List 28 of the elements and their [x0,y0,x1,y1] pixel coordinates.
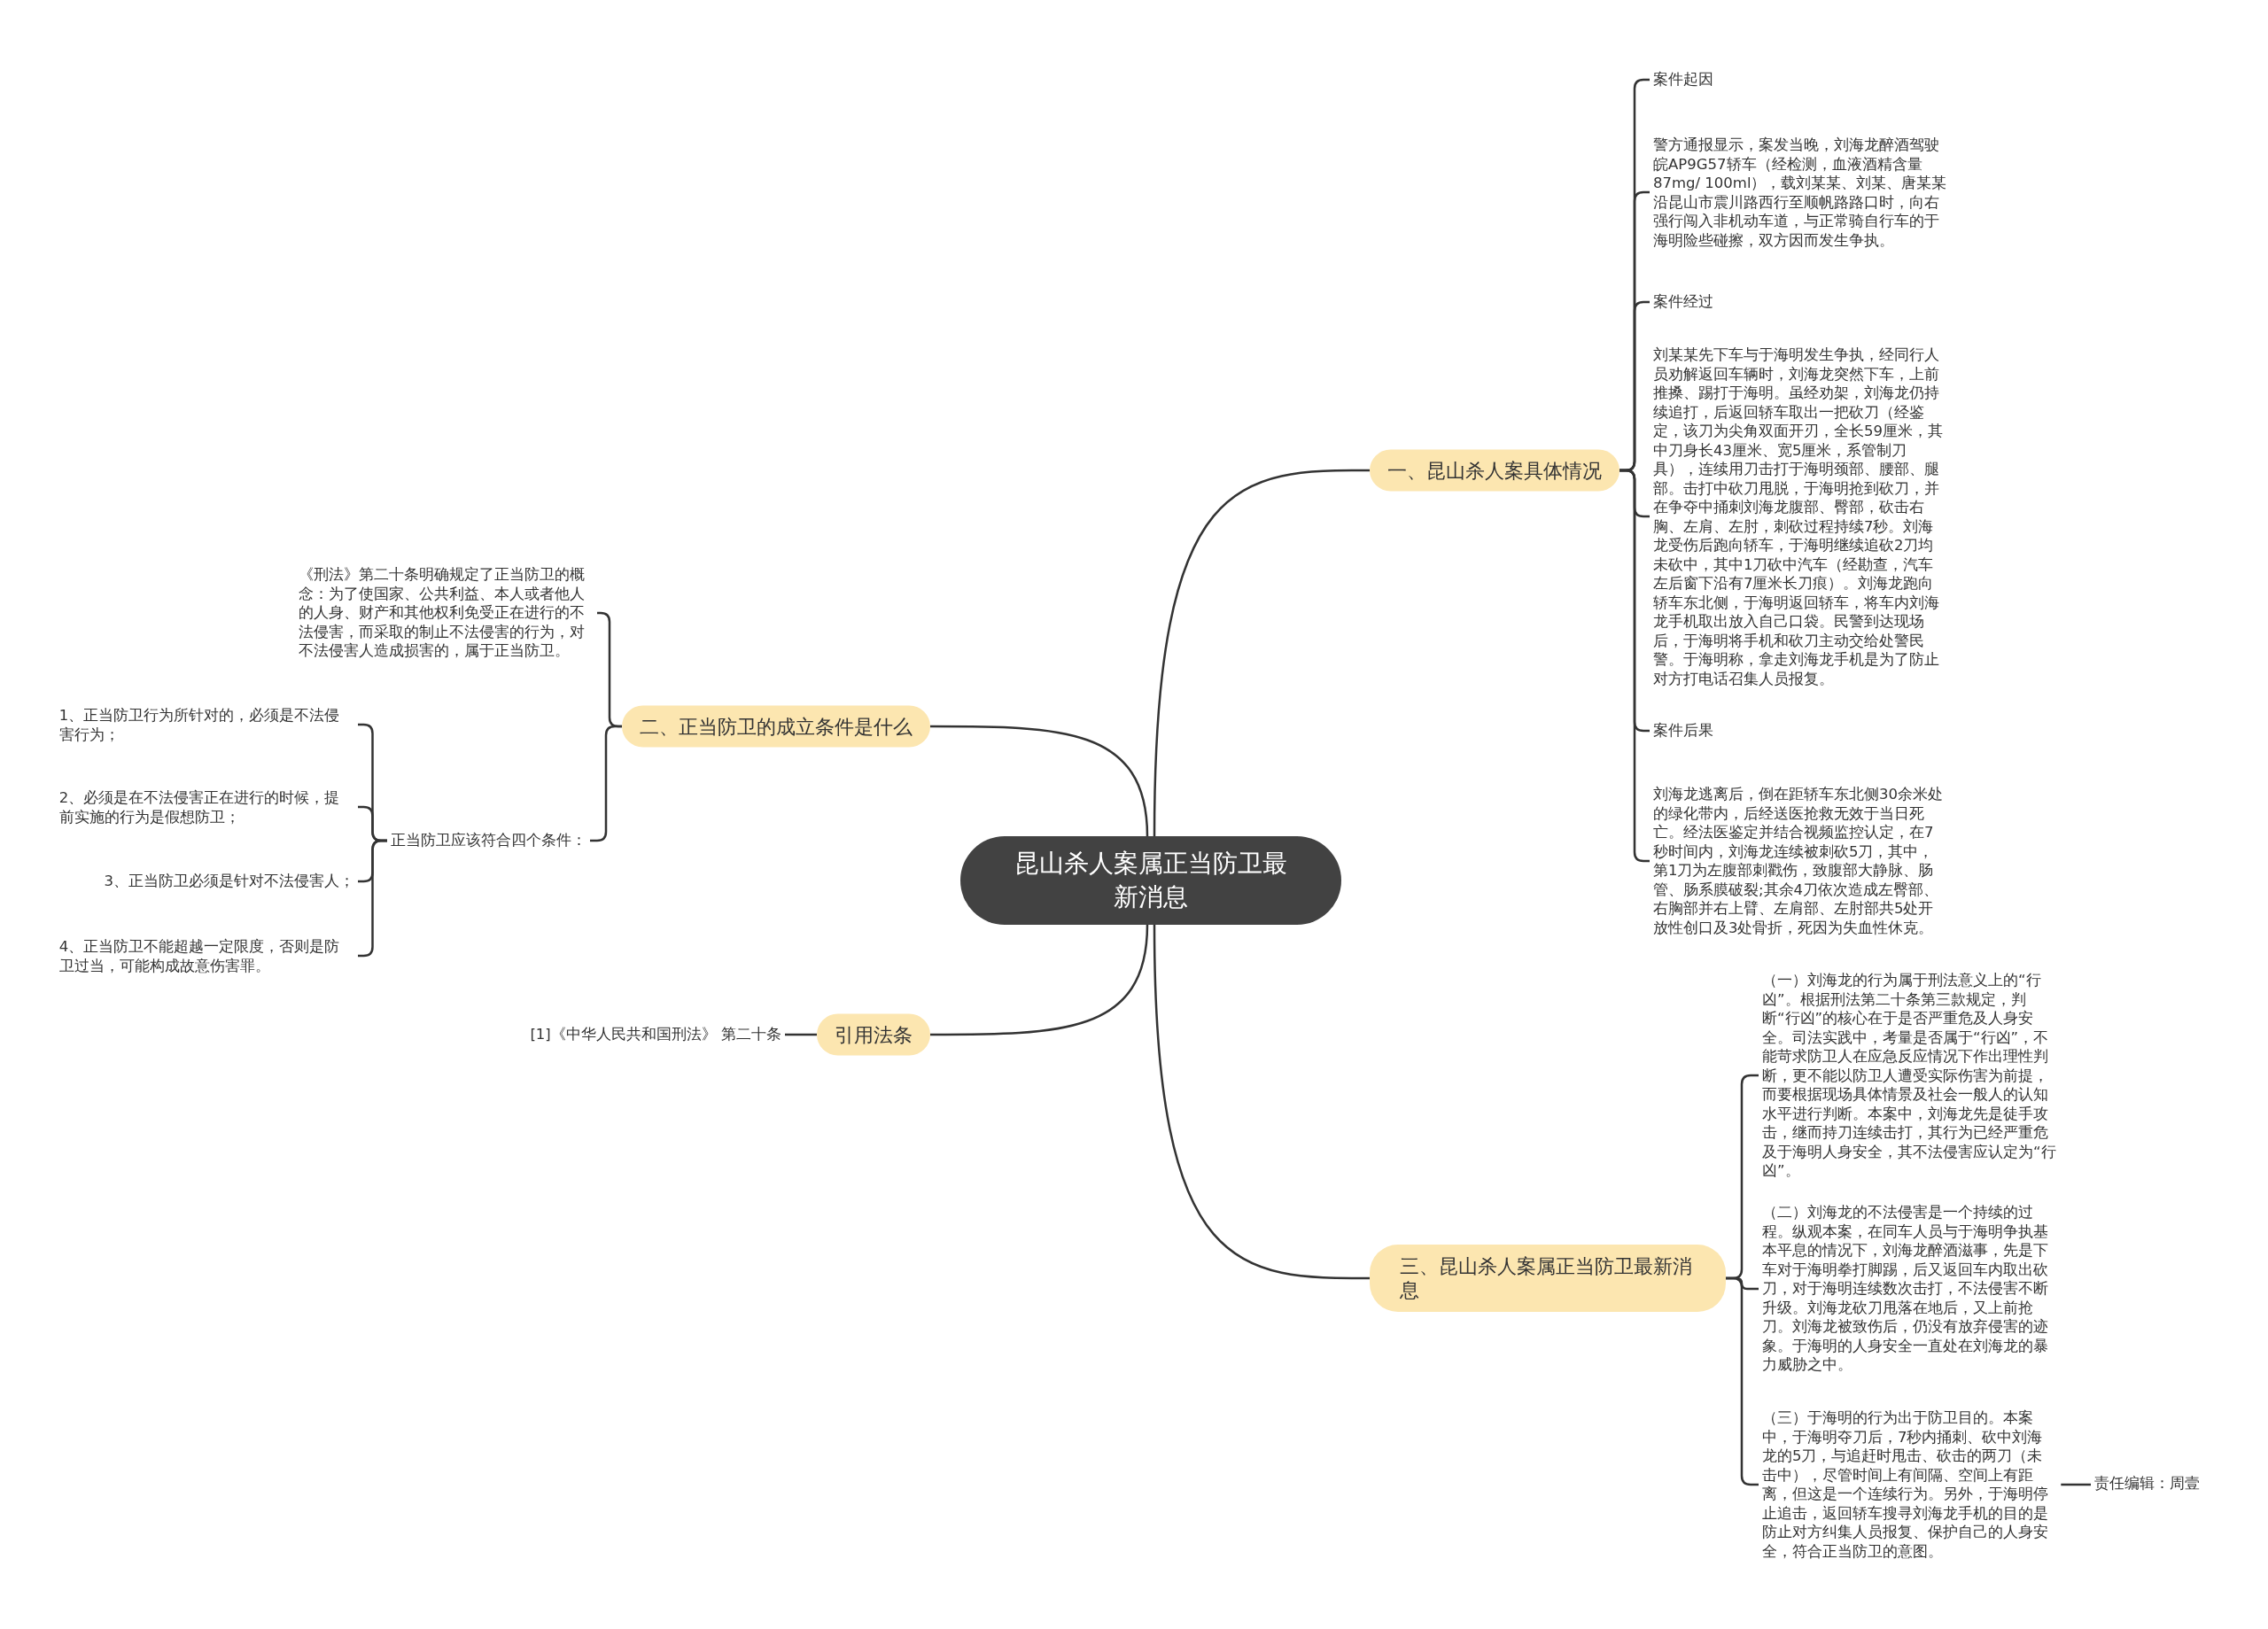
subtopic-text: 责任编辑：周壹 [2091,1474,2203,1493]
connector-line [1153,924,1370,1280]
subtopic-text: （二）刘海龙的不法侵害是一个持续的过程。纵观本案，在同车人员与于海明争执基本平息的情况下，刘海龙醉酒滋事，先是下车对于海明拳打脚踢，后又返回车内取出砍刀，对于海明连续数次击打，不法侵害不断升级。刘海龙砍刀甩落在地后，又上前抢刀。刘海龙被致伤后，仍没有放弃侵害的迹象。于海明的人身安全一直处在刘海龙的暴力威胁之中。 [1759,1203,2062,1375]
subtopic-text: 正当防卫应该符合四个条件： [387,831,590,850]
connector-line [785,1033,817,1036]
connector-line [930,924,1149,1036]
subtopic-text: [1]《中华人民共和国刑法》 第二十条 [526,1025,785,1044]
main-topic: 二、正当防卫的成立条件是什么 [622,705,930,748]
connector-line [930,725,1149,837]
subtopic-text: 4、正当防卫不能超越一定限度，否则是防卫过当，可能构成故意伤害罪。 [55,936,358,975]
subtopic-text: 刘海龙逃离后，倒在距轿车东北侧30余米处的绿化带内，后经送医抢救无效于当日死亡。经法医鉴定并结合视频监控认定，在7秒时间内，刘海龙连续被刺砍5刀，其中，第1刀为左腹部刺戳伤，致腹部大静脉、肠管、肠系膜破裂;其余4刀依次造成左臀部、右胸部并右上臂、左肩部、左肘部共5处开放性创口及3处骨折，死因为失血性休克。 [1650,785,1953,937]
subtopic-text: 2、必须是在不法侵害正在进行的时候，提前实施的行为是假想防卫； [55,787,358,826]
main-topic: 三、昆山杀人案属正当防卫最新消息 [1370,1245,1726,1312]
subtopic-text: 案件经过 [1650,292,1717,312]
subtopic-text: 3、正当防卫必须是针对不法侵害人； [100,872,358,891]
main-topic: 一、昆山杀人案具体情况 [1370,449,1619,492]
subtopic-text: 案件后果 [1650,721,1717,741]
central-topic: 昆山杀人案属正当防卫最新消息 [960,836,1341,925]
subtopic-text: （三）于海明的行为出于防卫目的。本案中，于海明夺刀后，7秒内捅刺、砍中刘海龙的5刀，与追赶时甩击、砍击的两刀（未击中），尽管时间上有间隔、空间上有距离，但这是一个连续行为。另外，于海明停止追击，返回轿车搜寻刘海龙手机的目的是防止对方纠集人员报复、保护自己的人身安全，符合正当防卫的意图。 [1759,1408,2062,1561]
subtopic-text: 刘某某先下车与于海明发生争执，经同行人员劝解返回车辆时，刘海龙突然下车，上前推搡、踢打于海明。虽经劝架，刘海龙仍持续追打，后返回轿车取出一把砍刀（经鉴定，该刀为尖角双面开刃，全长59厘米，其中刀身长43厘米、宽5厘米，系管制刀具），连续用刀击打于海明颈部、腰部、腿部。击打中砍刀甩脱，于海明抢到砍刀，并在争夺中捅刺刘海龙腹部、臀部，砍击右胸、左肩、左肘，刺砍过程持续7秒。刘海龙受伤后跑向轿车，于海明继续追砍2刀均未砍中，其中1刀砍中汽车（经勘查，汽车左后窗下沿有7厘米长刀痕）。刘海龙跑向轿车东北侧，于海明返回轿车，将车内刘海龙手机取出放入自己口袋。民警到达现场后，于海明将手机和砍刀主动交给处警民警。于海明称，拿走刘海龙手机是为了防止对方打电话召集人员报复。 [1650,345,1953,688]
connector-line [1153,469,1370,837]
subtopic-text: 案件起因 [1650,70,1717,89]
subtopic-text: （一）刘海龙的行为属于刑法意义上的“行凶”。根据刑法第二十条第三款规定，判断“行凶”的核心在于是否严重危及人身安全。司法实践中，考量是否属于“行凶”，不能苛求防卫人在应急反应情况下作出理性判断，更不能以防卫人遭受实际伤害为前提，而要根据现场具体情景及社会一般人的认知水平进行判断。本案中，刘海龙先是徒手攻击，继而持刀连续击打，其行为已经严重危及于海明人身安全，其不法侵害应认定为“行凶”。 [1759,970,2062,1181]
connector-line [2061,1483,2091,1486]
main-topic: 引用法条 [817,1013,930,1056]
subtopic-text: 《刑法》第二十条明确规定了正当防卫的概念：为了使国家、公共利益、本人或者他人的人身、财产和其他权利免受正在进行的不法侵害，而采取的制止不法侵害的行为，对不法侵害人造成损害的，属于正当防卫。 [294,565,597,661]
subtopic-text: 警方通报显示，案发当晚，刘海龙醉酒驾驶皖AP9G57轿车（经检测，血液酒精含量87mg/ 100ml），载刘某某、刘某、唐某某沿昆山市震川路西行至顺帆路路口时，向右强行闯入非机动车道，与正常骑自行车的于海明险些碰擦，双方因而发生争执。 [1650,135,1953,250]
subtopic-text: 1、正当防卫行为所针对的，必须是不法侵害行为； [55,705,358,744]
